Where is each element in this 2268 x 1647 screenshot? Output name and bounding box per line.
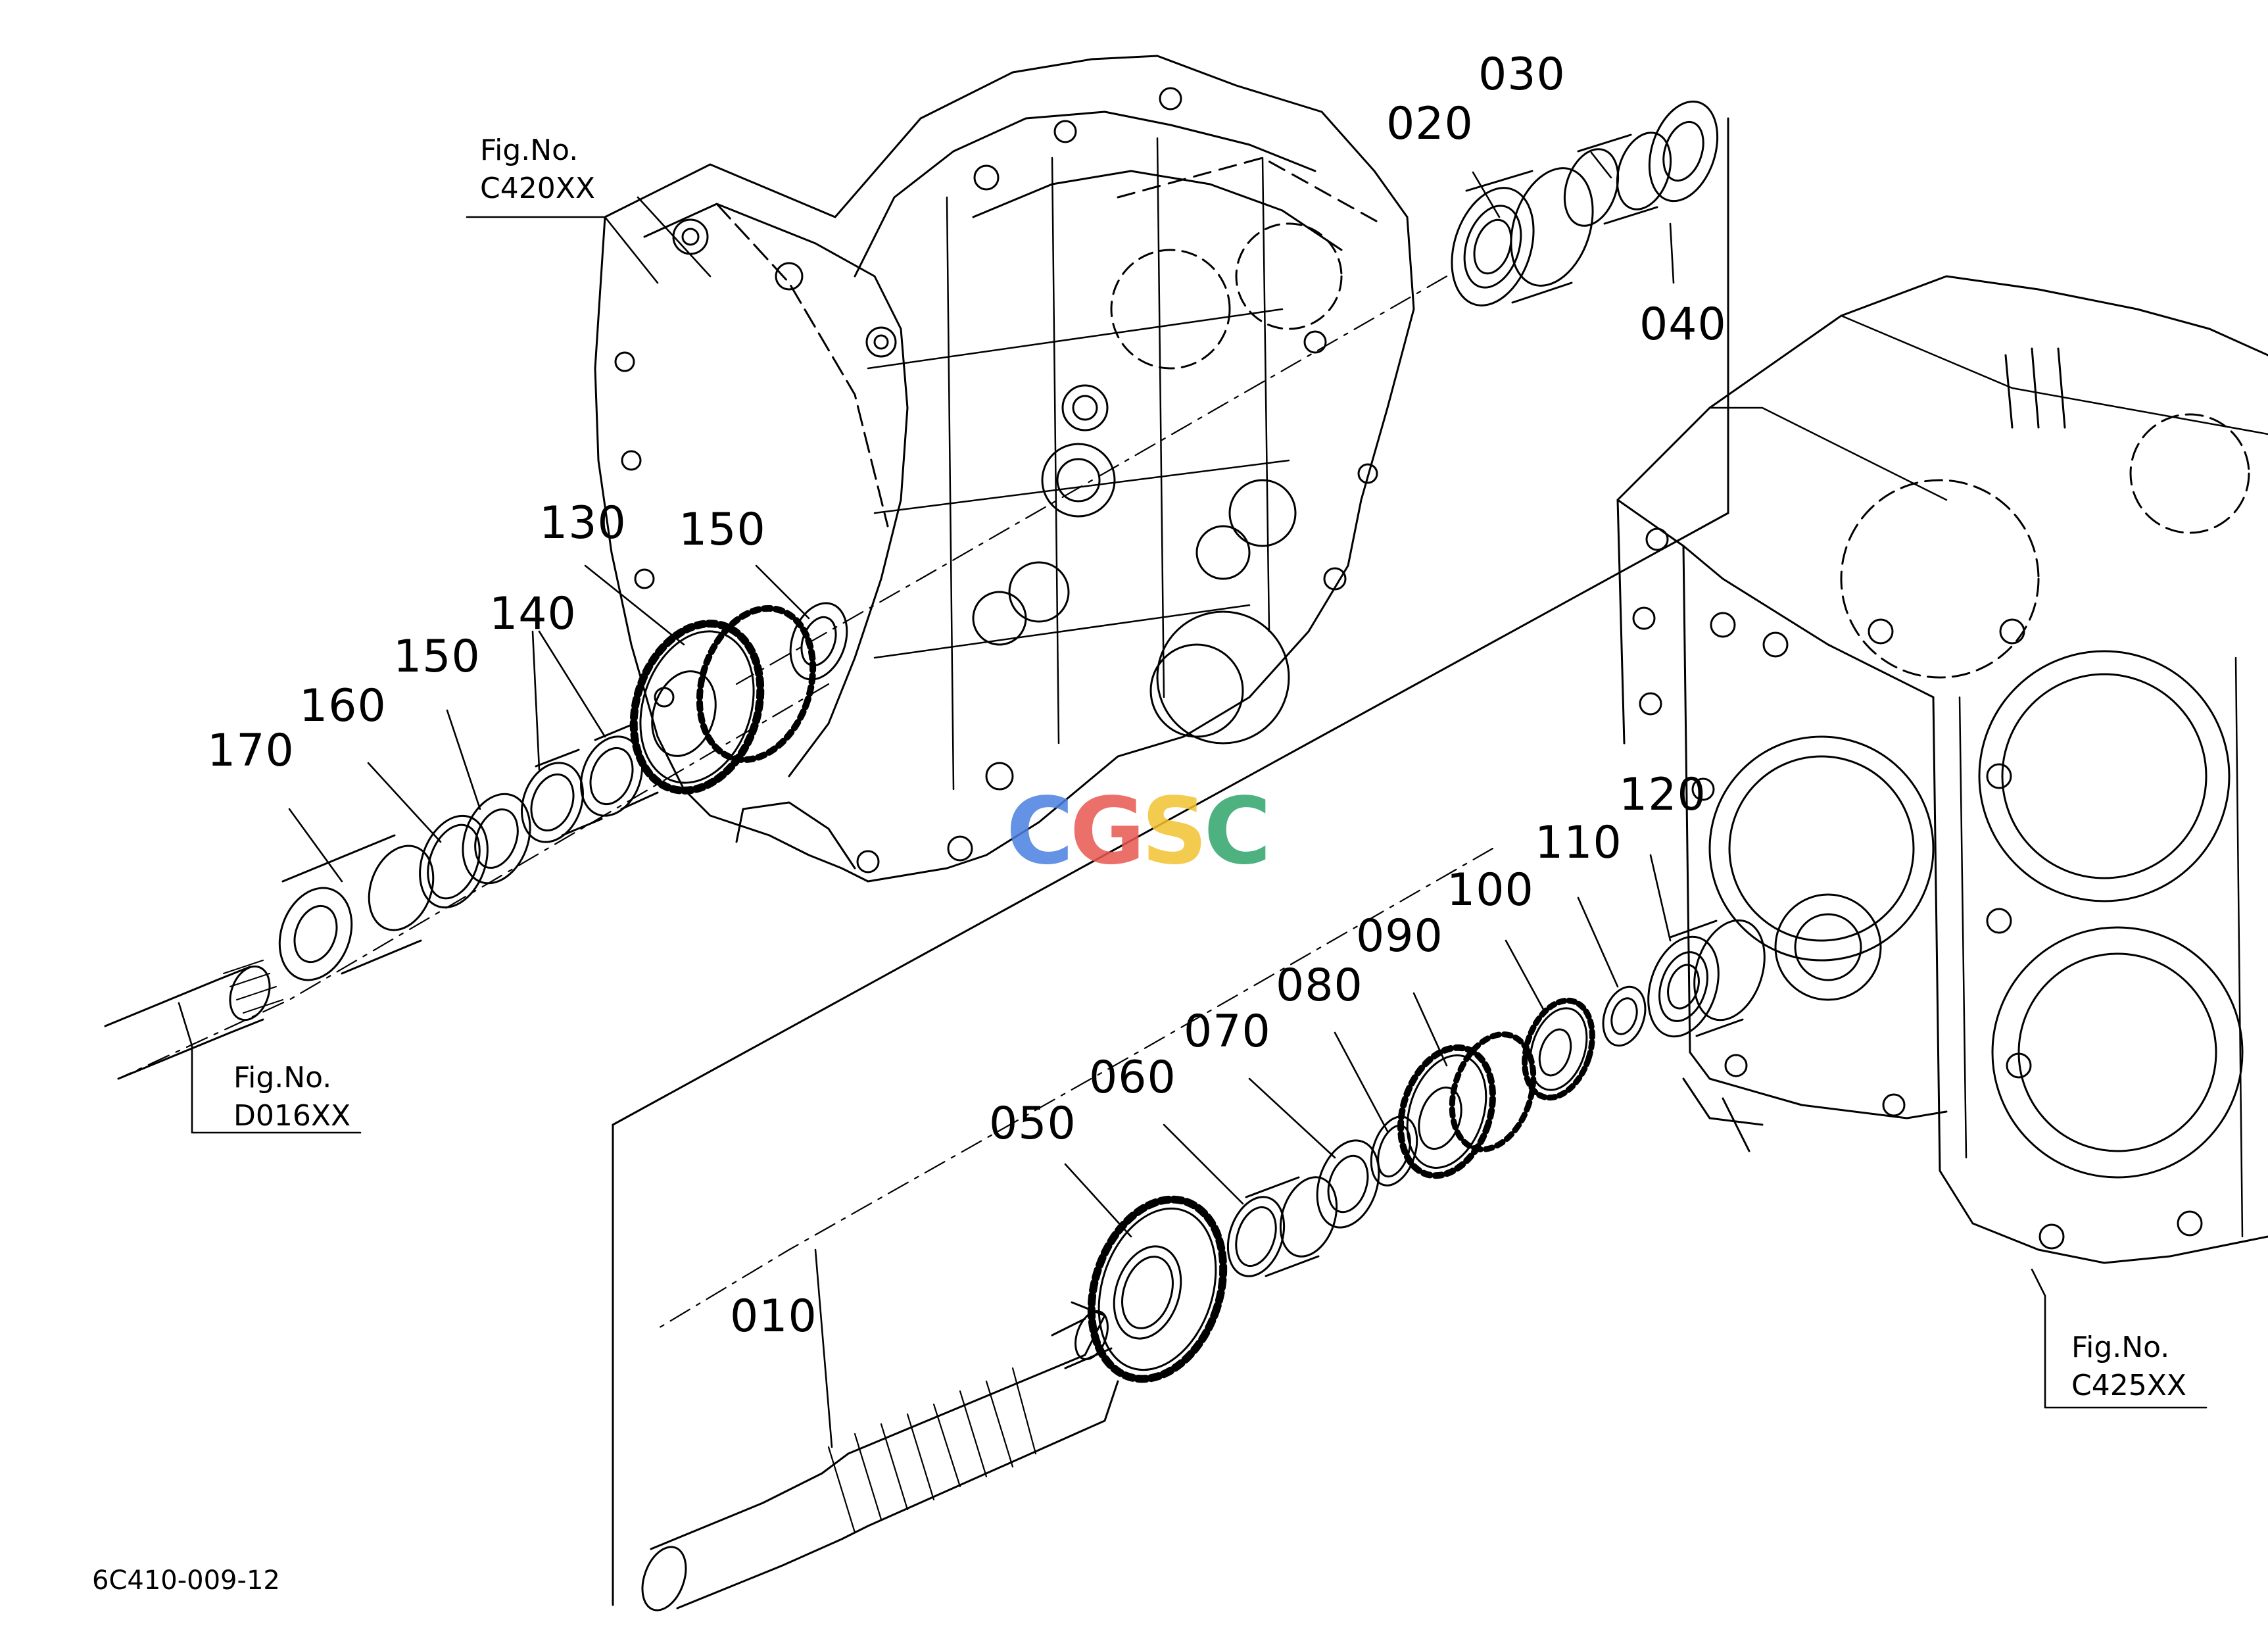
part-label-100: 100 <box>1447 864 1534 916</box>
part-100-gear <box>1522 997 1595 1101</box>
drawing-code: 6C410-009-12 <box>92 1565 280 1596</box>
watermark-letter-2: G <box>1069 778 1146 885</box>
part-label-010: 010 <box>730 1291 817 1342</box>
fig-ref-d016xx-line1: Fig.No. <box>233 1061 332 1094</box>
part-label-140: 140 <box>489 588 577 640</box>
part-label-150-b: 150 <box>679 504 766 556</box>
part-label-030: 030 <box>1478 49 1566 101</box>
part-050-gear <box>1087 1195 1228 1383</box>
transmission-case-upper <box>594 55 1415 883</box>
part-label-040: 040 <box>1639 299 1727 351</box>
part-090-gear <box>1397 1031 1537 1179</box>
watermark-letter-3: S <box>1141 778 1208 885</box>
part-110-washer <box>1602 985 1647 1047</box>
part-030-collar <box>1563 132 1672 227</box>
fig-ref-d016xx-line2: D016XX <box>233 1099 351 1133</box>
transmission-case-lower <box>1616 275 2268 1264</box>
part-label-170: 170 <box>207 725 295 777</box>
part-label-050: 050 <box>989 1098 1076 1150</box>
part-label-070: 070 <box>1184 1006 1271 1058</box>
part-label-110: 110 <box>1535 817 1622 869</box>
part-070-washer <box>1316 1139 1380 1229</box>
part-label-090: 090 <box>1356 910 1443 962</box>
part-060-bearing <box>1226 1176 1338 1277</box>
part-label-150-a: 150 <box>393 631 481 683</box>
part-160-circlip <box>419 814 489 909</box>
fig-ref-c425xx: Fig.No. C425XX <box>2071 1329 2186 1405</box>
part-020-bearing <box>1451 167 1594 307</box>
part-150-washer-b <box>789 602 848 681</box>
watermark-letter-4: C <box>1203 778 1272 885</box>
shaft-d016 <box>104 960 283 1080</box>
frame-lines <box>117 117 1729 1606</box>
part-140-needle-bearings <box>521 722 659 843</box>
part-150-washer-a <box>462 793 531 885</box>
watermark-letter-1: C <box>1006 778 1074 885</box>
fig-ref-c420xx-line2: C420XX <box>480 172 595 206</box>
part-label-060: 060 <box>1089 1052 1176 1104</box>
part-120-bearing <box>1647 919 1766 1038</box>
part-label-160: 160 <box>299 680 387 732</box>
watermark-logo: CGSC <box>1006 778 1272 885</box>
part-010-main-shaft <box>641 1301 1119 1611</box>
fig-ref-c420xx-line1: Fig.No. <box>480 134 579 167</box>
part-130-gear <box>629 604 817 795</box>
leader-lines <box>178 151 2208 1448</box>
part-label-080: 080 <box>1276 960 1363 1012</box>
part-label-020: 020 <box>1386 98 1474 150</box>
fig-ref-c425xx-line1: Fig.No. <box>2071 1331 2170 1364</box>
part-040-washer <box>1648 100 1719 203</box>
part-080-circlip <box>1370 1116 1418 1187</box>
fig-ref-d016xx: Fig.No. D016XX <box>233 1059 350 1135</box>
part-label-130: 130 <box>539 497 627 549</box>
fig-ref-c425xx-line2: C425XX <box>2071 1369 2186 1403</box>
part-label-120: 120 <box>1619 769 1706 821</box>
fig-ref-c420xx: Fig.No. C420XX <box>480 132 595 208</box>
part-170-sleeve <box>278 834 435 981</box>
